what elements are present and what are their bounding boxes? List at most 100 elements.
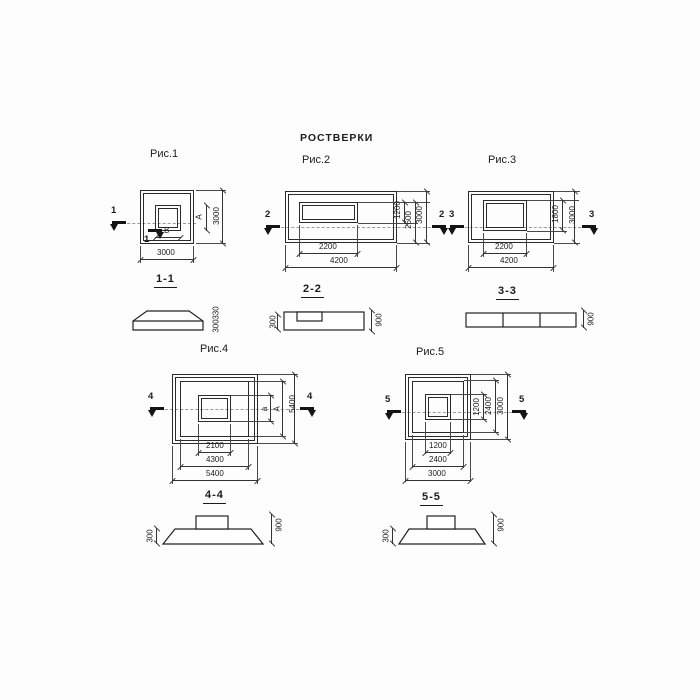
cut-mark (148, 407, 164, 417)
dimension-value: 2200 (495, 242, 513, 251)
cut-arrow-icon (448, 228, 456, 235)
slab-profile (465, 312, 577, 328)
dimension-value: 300 (211, 319, 221, 333)
dimension-line (493, 514, 494, 544)
extension-line (396, 245, 397, 272)
cut-mark-label: 2 (439, 209, 445, 220)
dimension-line (172, 480, 258, 481)
dimension-line (294, 374, 295, 444)
dimension-line (282, 381, 283, 437)
extension-line (358, 202, 430, 203)
dimension-value: 4200 (330, 256, 348, 265)
plan-wall-line (175, 377, 255, 441)
dimension-line (270, 395, 271, 422)
dimension-line (583, 310, 584, 328)
extension-line (425, 422, 426, 454)
dimension-value: В (164, 226, 170, 235)
extension-line (527, 200, 579, 201)
cut-arrow-icon (308, 410, 316, 417)
cut-mark-label: 3 (449, 209, 455, 220)
dimension-value: 3000 (567, 206, 577, 224)
cut-mark (385, 410, 401, 420)
cut-mark-label: 4 (307, 391, 313, 402)
dimension-line (140, 259, 194, 260)
extension-line (470, 442, 471, 482)
extension-line (412, 435, 413, 468)
extension-line (230, 424, 231, 456)
extension-line (397, 243, 430, 244)
section-3-3-view (465, 312, 577, 328)
extension-line (463, 435, 464, 468)
dimension-line (371, 310, 372, 332)
dimension-value: А (194, 214, 204, 220)
plan-wall-line (143, 193, 191, 241)
cut-mark (448, 225, 464, 235)
pedestal-profile (426, 515, 456, 530)
cut-arrow-icon (520, 413, 528, 420)
cut-arrow-icon (148, 410, 156, 417)
plan-wall-line (471, 194, 551, 240)
dimension-value: 900 (586, 312, 596, 326)
extension-line (554, 191, 580, 192)
cut-mark (264, 225, 280, 235)
extension-line (450, 422, 451, 454)
dimension-line (277, 314, 278, 330)
dimension-value: 1800 (550, 205, 560, 223)
plan-outline (405, 374, 471, 440)
plan-opening (483, 200, 527, 231)
cut-arrow-icon (385, 413, 393, 420)
dimension-value: 3000 (157, 248, 175, 257)
plan-opening-line (302, 205, 355, 220)
cut-arrow-icon (440, 228, 448, 235)
extension-line (198, 424, 199, 456)
extension-line (464, 380, 499, 381)
dimension-line (392, 528, 393, 544)
dimension-line (574, 191, 575, 243)
cut-line (266, 227, 446, 228)
section-5-5-view (398, 515, 486, 545)
slab-profile (283, 311, 365, 331)
dimension-line (405, 480, 471, 481)
socket-profile (296, 311, 323, 322)
dimension-line (426, 191, 427, 243)
section-4-4-view (162, 515, 264, 545)
slab-profile (162, 528, 264, 545)
extension-line (483, 233, 484, 257)
extension-line (196, 243, 226, 244)
dimension-value: 2200 (319, 242, 337, 251)
dimension-value: 3000 (495, 397, 505, 415)
extension-line (285, 245, 286, 272)
extension-line (527, 231, 567, 232)
section-label: 2-2 (301, 284, 324, 298)
dimension-value: 5400 (287, 395, 297, 413)
extension-line (357, 225, 358, 257)
extension-line (397, 191, 430, 192)
plan-opening (299, 202, 358, 223)
cut-arrow-icon (264, 228, 272, 235)
dimension-value: 3000 (211, 207, 221, 225)
dimension-value: 4200 (500, 256, 518, 265)
dimension-line (180, 466, 249, 467)
plan-opening-line (201, 398, 228, 419)
section-label: 1-1 (154, 274, 177, 288)
cut-mark-label: 3 (589, 209, 595, 220)
extension-line (358, 223, 418, 224)
cut-mark (148, 229, 164, 239)
plan-outline (468, 191, 554, 243)
extension-line (231, 395, 274, 396)
cut-arrow-icon (110, 224, 118, 231)
figure-label: Рис.3 (488, 154, 517, 166)
dimension-line (495, 380, 496, 433)
plan-step-line (180, 381, 249, 437)
plan-wall-line (408, 377, 468, 437)
extension-line (451, 394, 487, 395)
dimension-value: 1200 (471, 398, 481, 416)
dimension-value: 2400 (483, 397, 493, 415)
dimension-line (155, 237, 181, 238)
pedestal-profile (195, 515, 229, 530)
plan-opening (425, 394, 451, 420)
extension-line (471, 374, 511, 375)
dimension-line (412, 466, 464, 467)
dimension-line (483, 394, 484, 420)
dimension-value: 3000 (414, 206, 424, 224)
